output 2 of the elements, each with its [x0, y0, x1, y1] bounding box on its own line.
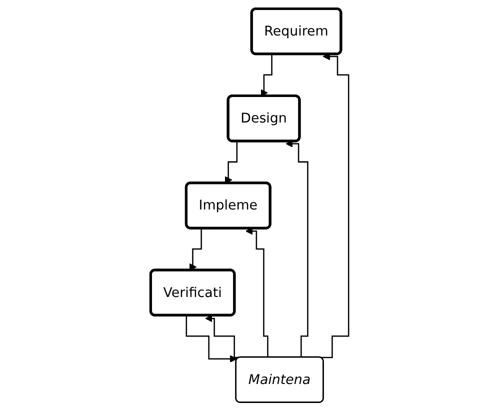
arrow — [286, 140, 309, 358]
arrow — [186, 314, 238, 363]
